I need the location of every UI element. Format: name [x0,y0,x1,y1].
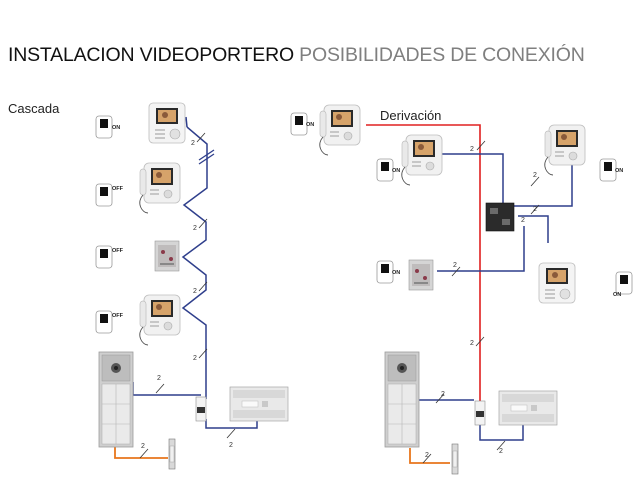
wire-count-label: 2 [470,146,474,153]
switch-label: ON [306,122,314,128]
handsfree-monitor [538,262,576,304]
wire-count-label: 2 [499,448,503,455]
page-title: INSTALACION VIDEOPORTERO POSIBILIDADES D… [8,44,585,67]
switch-off: OFF [95,245,124,269]
door-lock [451,443,459,475]
monitor-handset [401,134,443,186]
wire-count-label: 2 [521,217,525,224]
derivacion-riser [366,124,481,413]
wire-count-label: 2 [157,375,161,382]
derivation-module [154,240,180,272]
entrance-panel [98,351,134,448]
label-derivacion: Derivación [380,108,442,123]
monitor-handset [139,162,181,214]
switch-label: OFF [112,248,124,254]
wire-count-label: 2 [470,340,474,347]
wire-marks-right [422,140,540,464]
derivacion-scheme: 2 2 2 2 2 2 2 2 2 ON ON [290,104,633,475]
title-sub: POSIBILIDADES DE CONEXIÓN [299,44,585,66]
title-main: INSTALACION VIDEOPORTERO [8,44,294,66]
switch-off: OFF [95,183,124,207]
wire-count-label: 2 [229,442,233,449]
wire-count-label: 2 [453,262,457,269]
switch-label: OFF [112,186,124,192]
switch-label: ON [613,292,621,298]
switch-on: ON [95,115,120,139]
wire-count-label: 2 [193,225,197,232]
wire-count-label: 2 [193,355,197,362]
power-supply [498,390,558,426]
switch-label: ON [392,270,400,276]
wire-count-label: 2 [533,206,537,213]
wire-count-label: 2 [441,391,445,398]
handsfree-monitor [148,102,186,144]
distribution-module [474,400,486,426]
wire-count-label: 2 [141,443,145,450]
switch-off: OFF [95,310,124,334]
switch-label: OFF [112,313,124,319]
switch-on: ON [599,158,623,182]
switch-label: ON [112,125,120,131]
wire-count-label: 2 [191,140,195,147]
wire-marks-left [139,132,236,459]
switch-on: ON [376,260,400,284]
distribution-module [195,396,207,422]
cascada-bus [181,126,208,399]
entrance-panel [384,351,420,448]
monitor-handset [319,104,361,156]
switch-on: ON [290,112,314,136]
switch-on: ON [376,158,400,182]
bus-distributor [485,202,515,232]
door-lock [168,438,176,470]
monitor-handset [139,294,181,346]
wire-count-label: 2 [425,452,429,459]
power-supply [229,386,289,422]
monitor-handset [544,124,586,176]
wire-count-label: 2 [193,288,197,295]
switch-label: ON [615,168,623,174]
switch-on: ON [613,271,633,298]
derivation-module [408,259,434,291]
switch-label: ON [392,168,400,174]
wire-count-label: 2 [533,172,537,179]
label-cascada: Cascada [8,101,60,116]
cascada-scheme: 2 2 2 2 2 2 2 ON OFF OFF [95,102,289,470]
